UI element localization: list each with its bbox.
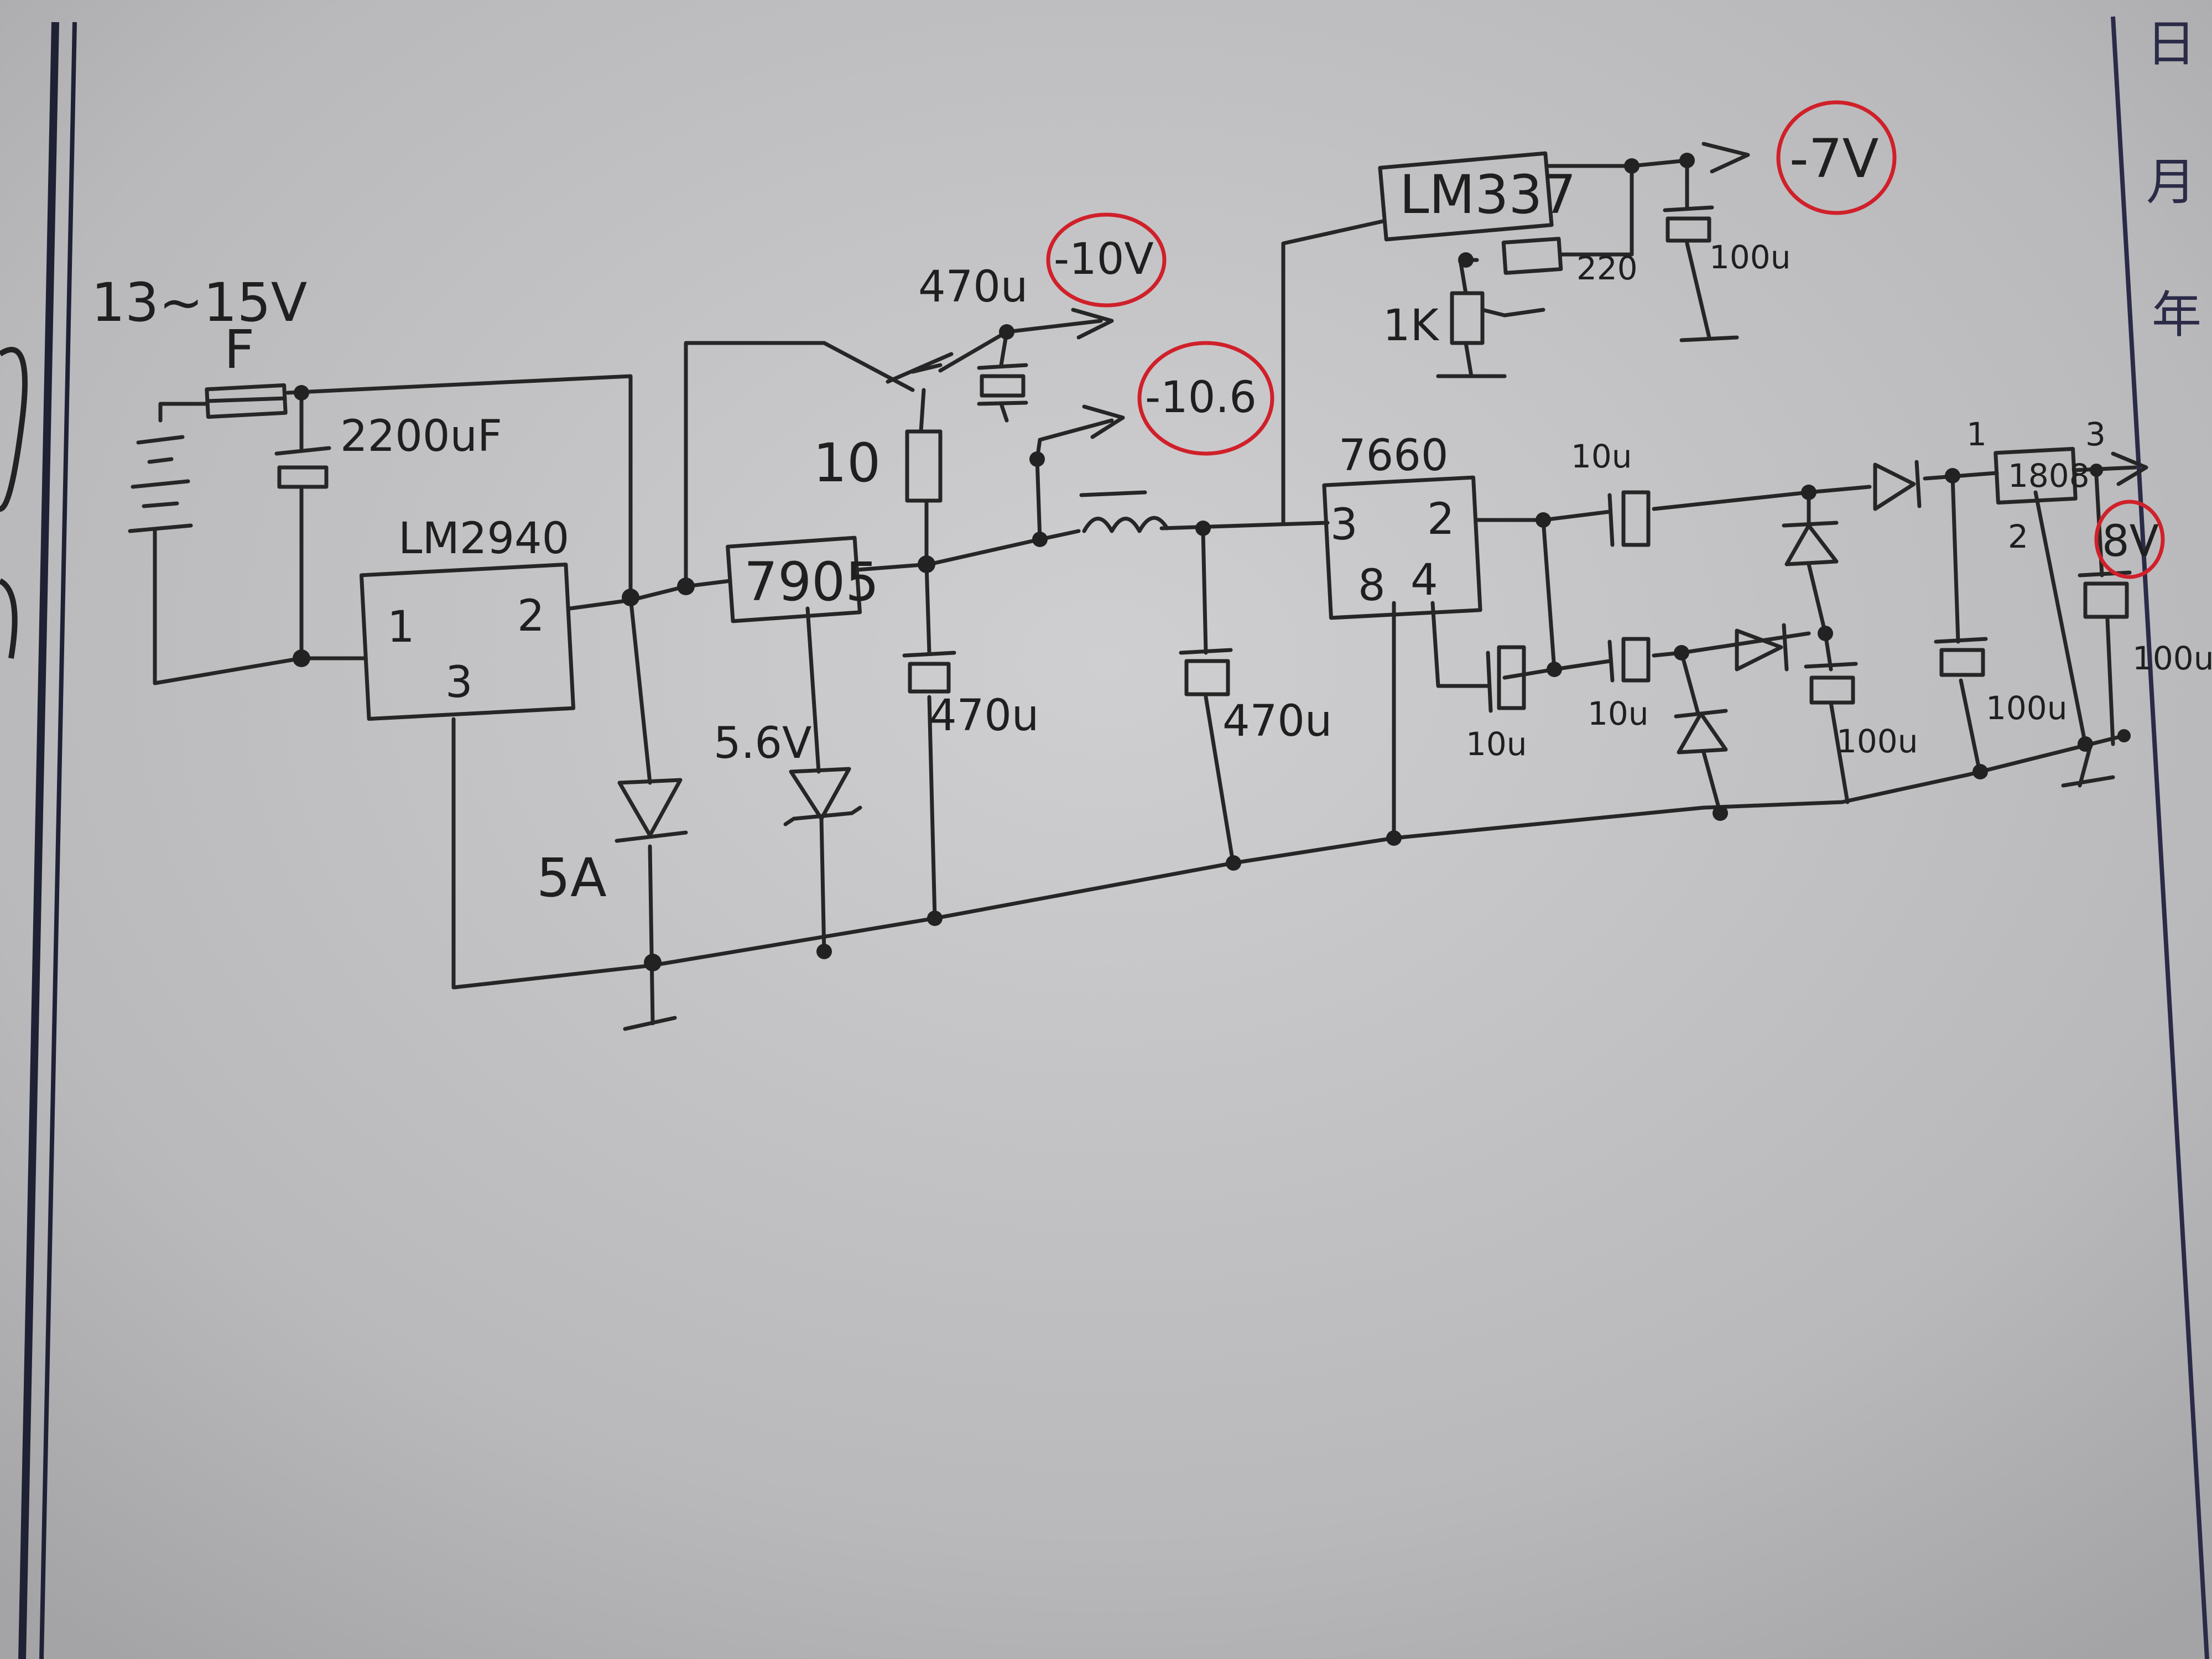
res-10-label: 10 bbox=[813, 432, 881, 494]
ic-7660-pin4: 4 bbox=[1411, 555, 1438, 605]
pot-1k-label: 1K bbox=[1383, 301, 1440, 351]
lm2940-body bbox=[359, 562, 576, 721]
ic-7660-pin8: 8 bbox=[1358, 561, 1386, 611]
reg-1808-body bbox=[1994, 446, 2078, 505]
reg-7905-body bbox=[726, 535, 862, 623]
ic-7660-label: 7660 bbox=[1339, 431, 1449, 481]
wires bbox=[153, 158, 2137, 1031]
pot-1k bbox=[1450, 291, 1485, 345]
out-m7-circle bbox=[1776, 100, 1897, 215]
arrow-m7 bbox=[1701, 142, 1750, 174]
inductor bbox=[1079, 490, 1169, 533]
diode-lower bbox=[1674, 709, 1728, 755]
out-m10-circle bbox=[1046, 212, 1167, 308]
arrow-8v bbox=[2111, 451, 2148, 486]
reg-1808-pin2: 2 bbox=[2008, 518, 2028, 555]
fuse-label: F bbox=[224, 319, 254, 381]
ic-7660-pin2: 2 bbox=[1427, 495, 1455, 544]
resistor-220 bbox=[1501, 237, 1563, 275]
out-m7-label: -7V bbox=[1789, 128, 1878, 190]
res-220-label: 220 bbox=[1576, 249, 1638, 287]
cap-100u-lm337 bbox=[1663, 205, 1714, 243]
cap-100u-a bbox=[1804, 662, 1858, 705]
arrow-m106 bbox=[1082, 404, 1125, 439]
month-char: 月 bbox=[2146, 153, 2196, 211]
zener-label: 5.6V bbox=[714, 719, 811, 768]
pot-wiper bbox=[1480, 308, 1507, 318]
input-cap-label: 2200uF bbox=[340, 412, 502, 461]
ic-7660-body bbox=[1322, 475, 1482, 620]
left-border-lines bbox=[0, 22, 77, 1659]
out-8v-label: 8V bbox=[2102, 517, 2159, 566]
reg-1808-pin1: 1 bbox=[1966, 415, 1987, 453]
out-m106-circle bbox=[1137, 341, 1274, 456]
reg-1808-pin3: 3 bbox=[2085, 415, 2106, 453]
junction-dots bbox=[293, 153, 2131, 971]
out-m10-label: -10V bbox=[1054, 235, 1154, 284]
cap-10u-c bbox=[1607, 637, 1651, 683]
out-m106-label: -10.6 bbox=[1145, 373, 1257, 423]
lm337-label: LM337 bbox=[1399, 164, 1576, 226]
diode-horizontal bbox=[1735, 623, 1789, 672]
resistor-10 bbox=[905, 429, 943, 503]
diode-right bbox=[1873, 460, 1922, 511]
diode-stack-upper bbox=[1782, 521, 1839, 566]
cap-10u-a bbox=[1607, 490, 1651, 547]
day-char: 日 bbox=[2146, 15, 2196, 73]
cap-10u-c-label: 10u bbox=[1588, 695, 1649, 732]
reg-1808-label: 1808 bbox=[2008, 457, 2090, 495]
cap-470u-top-label: 470u bbox=[918, 262, 1028, 312]
cap-100u-b-label: 100u bbox=[1986, 689, 2067, 727]
reg-7905-label: 7905 bbox=[744, 551, 879, 613]
cap-100u-lm337-label: 100u bbox=[1709, 238, 1791, 276]
battery-symbol bbox=[128, 435, 193, 533]
arrow-m10 bbox=[1071, 308, 1114, 340]
protection-diode bbox=[615, 778, 688, 843]
input-voltage-label: 13~15V bbox=[91, 272, 307, 334]
zener-diode bbox=[783, 767, 862, 826]
cap-100u-c bbox=[2078, 570, 2132, 619]
cap-10u-a-label: 10u bbox=[1571, 438, 1632, 475]
cap-100u-b bbox=[1934, 637, 1988, 677]
cap-10u-b-label: 10u bbox=[1466, 725, 1527, 763]
fuse-symbol bbox=[205, 383, 288, 419]
ic-7660-pin3: 3 bbox=[1330, 500, 1358, 550]
year-char: 年 bbox=[2152, 286, 2201, 344]
cap-100u-a-label: 100u bbox=[1836, 722, 1918, 760]
lm2940-pin1: 1 bbox=[387, 602, 415, 652]
input-capacitor bbox=[274, 446, 331, 489]
cap-470u-a bbox=[902, 651, 956, 694]
cap-470u-b-label: 470u bbox=[1222, 696, 1332, 746]
cap-470u-b bbox=[1179, 648, 1233, 696]
right-margin: 日 月 年 bbox=[2111, 15, 2209, 1659]
cap-470u-top bbox=[977, 363, 1028, 406]
diode-5a-label: 5A bbox=[537, 847, 607, 909]
out-8v-circle bbox=[2094, 500, 2165, 579]
lm2940-pin2: 2 bbox=[517, 591, 545, 641]
cap-100u-c-label: 100u bbox=[2132, 639, 2212, 677]
cap-10u-b bbox=[1486, 645, 1526, 713]
lm2940-label: LM2940 bbox=[398, 514, 569, 564]
pass-transistor bbox=[886, 352, 954, 384]
lm2940-pin3: 3 bbox=[445, 658, 473, 708]
lm337-body bbox=[1378, 151, 1554, 242]
cap-470u-a-label: 470u bbox=[929, 691, 1039, 741]
